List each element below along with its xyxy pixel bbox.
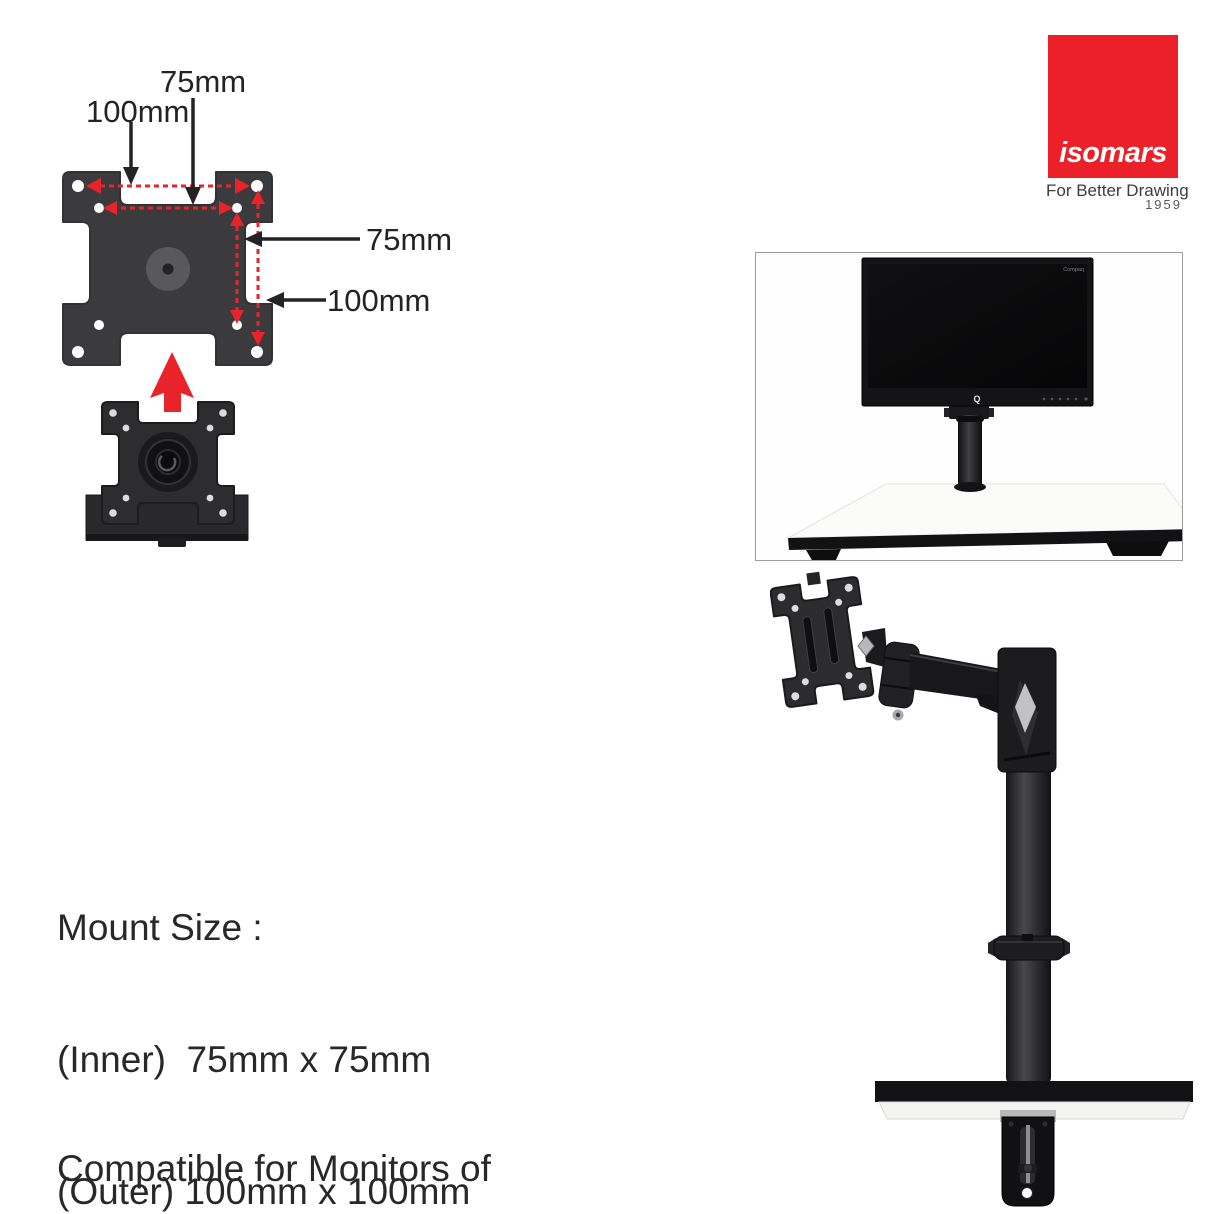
brand-year: 1959 bbox=[1145, 197, 1182, 212]
mount-size-outer: (Outer) 100mm x 100mm bbox=[57, 1171, 471, 1212]
white-table bbox=[787, 483, 1198, 562]
desk-stand-photo: Compaq Q bbox=[755, 252, 1198, 562]
red-arrowheads bbox=[86, 178, 265, 346]
c-clamp bbox=[1000, 1110, 1056, 1207]
label-top-inner-75mm: 75mm bbox=[160, 64, 247, 99]
monitor: Compaq Q bbox=[861, 257, 1094, 407]
vesa-plate-shape bbox=[62, 171, 273, 366]
arm-vesa-plate bbox=[770, 571, 875, 708]
vesa-dimension-diagram bbox=[62, 98, 360, 547]
monitor-logo: Q bbox=[973, 394, 980, 404]
leader-lines bbox=[129, 98, 360, 302]
monitor-model-text: Compaq bbox=[1063, 267, 1084, 273]
arm-plate-holes bbox=[777, 583, 867, 701]
red-up-arrow bbox=[150, 352, 194, 412]
brand-tagline: For Better Drawing bbox=[1046, 181, 1189, 200]
red-dashed-arrows bbox=[100, 184, 260, 332]
monitor-control-dots bbox=[1042, 397, 1088, 401]
vesa-holes bbox=[72, 180, 263, 358]
pole-collar bbox=[988, 934, 1070, 961]
adapter-holes bbox=[109, 409, 227, 517]
brand-logo: isomars bbox=[1048, 35, 1178, 178]
label-side-outer-100mm: 100mm bbox=[327, 283, 431, 318]
monitor-arm-photo bbox=[770, 571, 1193, 1207]
compatibility-text: Compatible for Monitors of 13 inches to … bbox=[57, 1054, 491, 1214]
label-side-inner-75mm: 75mm bbox=[366, 222, 453, 257]
desk-stand-art: Compaq Q bbox=[787, 257, 1198, 562]
label-top-outer-100mm: 100mm bbox=[86, 94, 190, 129]
mount-size-title: Mount Size : bbox=[57, 907, 263, 948]
pole-clamp bbox=[997, 647, 1057, 773]
compatibility-line1: Compatible for Monitors of bbox=[57, 1148, 491, 1189]
mount-size-text: Mount Size : (Inner) 75mm x 75mm (Outer)… bbox=[57, 818, 470, 1214]
stand-pole bbox=[944, 405, 994, 492]
mount-size-inner: (Inner) 75mm x 75mm bbox=[57, 1039, 432, 1080]
vesa-adapter-photo bbox=[85, 401, 249, 547]
brand-name: isomars bbox=[1059, 137, 1167, 169]
leader-arrowheads bbox=[123, 167, 284, 308]
